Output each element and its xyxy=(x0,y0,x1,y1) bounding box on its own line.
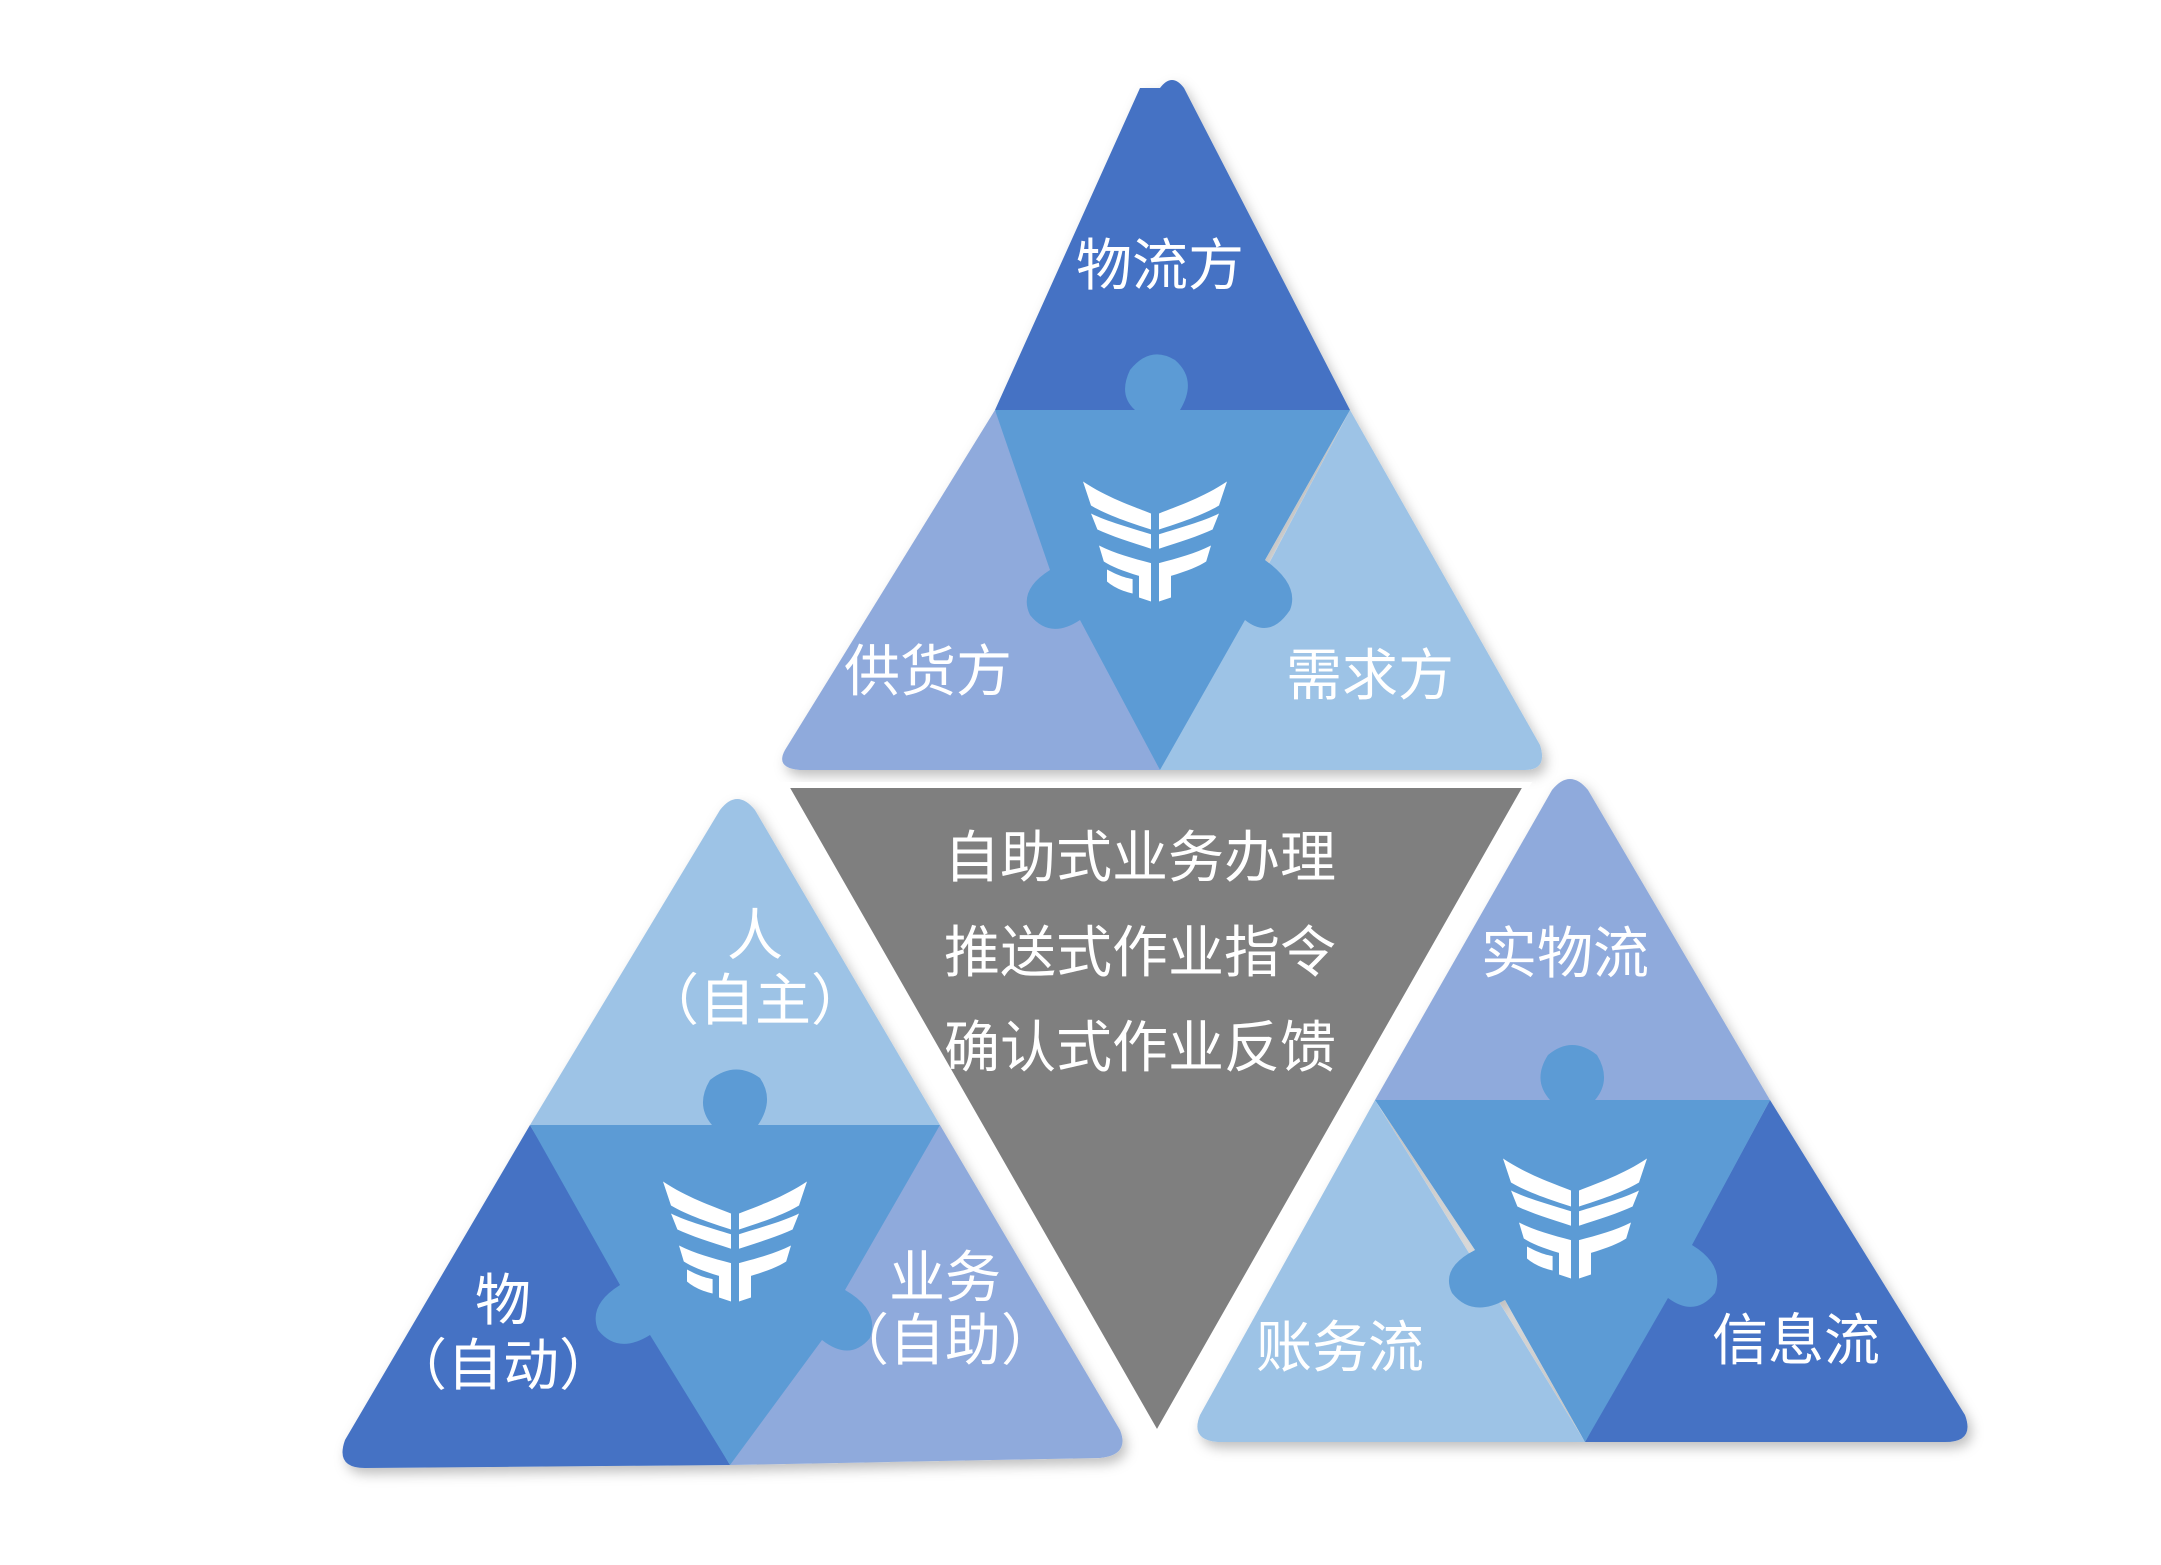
right-triangle: 实物流 账务流 信息流 xyxy=(1197,779,1968,1442)
left-tri-right-label-1: 业务 xyxy=(889,1246,1001,1311)
left-tri-top-label-2: （自主） xyxy=(643,969,867,1034)
left-tri-left-label-2: （自动） xyxy=(391,1334,615,1399)
center-tri-shape xyxy=(779,782,1533,1442)
left-tri-top-piece xyxy=(530,799,940,1125)
left-tri-top-label-1: 人 xyxy=(727,904,783,969)
left-triangle: 人 （自主） 物 （自动） 业务 （自助） xyxy=(342,799,1123,1468)
top-triangle: 物流方 供货方 需求方 xyxy=(782,80,1543,770)
top-tri-right-piece xyxy=(1160,410,1543,770)
left-tri-left-label-1: 物 xyxy=(475,1269,531,1334)
center-line-2: 推送式作业指令 xyxy=(944,921,1336,986)
right-tri-right-piece xyxy=(1585,1100,1968,1442)
center-line-3: 确认式作业反馈 xyxy=(944,1016,1336,1081)
top-tri-left-label: 供货方 xyxy=(844,640,1012,705)
center-triangle: 自助式业务办理 推送式作业指令 确认式作业反馈 xyxy=(779,782,1533,1442)
right-tri-top-piece xyxy=(1375,779,1770,1100)
top-tri-right-label: 需求方 xyxy=(1286,644,1454,709)
left-tri-left-piece xyxy=(342,1125,730,1468)
right-tri-right-label: 信息流 xyxy=(1712,1309,1880,1374)
left-tri-center-piece xyxy=(530,1069,940,1465)
top-tri-left-piece xyxy=(782,410,1160,770)
top-tri-top-piece xyxy=(995,80,1350,410)
right-tri-left-label: 账务流 xyxy=(1256,1316,1424,1381)
center-line-1: 自助式业务办理 xyxy=(944,826,1336,891)
left-tri-right-label-2: （自助） xyxy=(833,1309,1057,1374)
right-tri-top-label: 实物流 xyxy=(1481,922,1649,987)
left-tri-right-piece xyxy=(730,1125,1123,1465)
right-tri-left-piece xyxy=(1197,1100,1585,1442)
top-tri-top-label: 物流方 xyxy=(1076,234,1244,299)
right-tri-center-piece xyxy=(1375,1045,1770,1442)
